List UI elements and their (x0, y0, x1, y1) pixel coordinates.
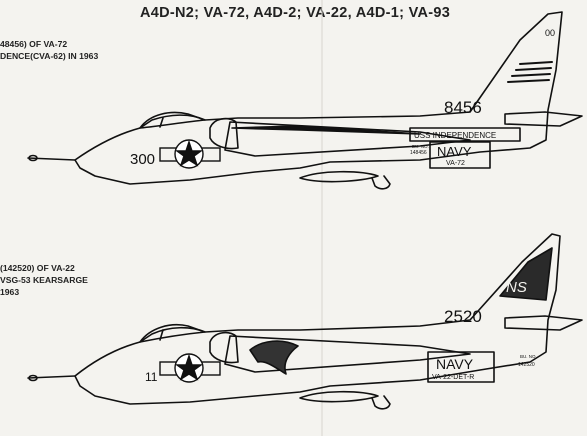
aircraft-1-insignia (159, 139, 221, 169)
aircraft-1-bureau-number: 148456 (410, 150, 427, 156)
aircraft-1-main-gear (371, 175, 391, 190)
aircraft-2-service-name: NAVY (436, 356, 474, 372)
aircraft-2-drawing (27, 233, 583, 410)
aircraft-1-canopy-frame (159, 117, 164, 128)
aircraft-2-tail-emblem (499, 247, 553, 301)
aircraft-1-drawing (27, 11, 583, 190)
aircraft-1-bureau-label: BU. NO. (412, 144, 429, 149)
aircraft-2-insignia (159, 353, 221, 383)
aircraft-2-pitot-tip (28, 374, 38, 382)
aircraft-1-pitot-tip (28, 154, 38, 162)
aircraft-2-tail-number: 2520 (444, 307, 482, 326)
aircraft-1-caption-line-1: 48456) OF VA-72 (0, 39, 68, 49)
aircraft-2-bureau-label: BU. NO. (520, 354, 537, 359)
aircraft-2-caption-line-3: 1963 (0, 287, 20, 297)
aircraft-1-ship-name-box (409, 127, 521, 142)
aircraft-2-nose-number: 11 (145, 370, 158, 384)
aircraft-1-drop-tank (299, 170, 379, 183)
aircraft-1-stabilizer (504, 111, 583, 127)
aircraft-1-wing-root-fill (231, 125, 421, 135)
aircraft-2-intake (209, 331, 239, 364)
aircraft-1-canopy (139, 111, 206, 129)
aircraft-2-caption: (142520) OF VA-22 VSG-53 KEARSARGE 1963 (0, 262, 88, 298)
aircraft-1-nose-number: 300 (130, 151, 155, 168)
aircraft-2-drop-tank (299, 390, 379, 403)
aircraft-2-canopy-frame (159, 329, 164, 341)
aircraft-2-markings: NS 2520 11 NAVY VA-22-DET-R BU. NO. 1425… (145, 279, 537, 384)
aircraft-2-navy-box (427, 351, 495, 383)
aircraft-1-tail-stripes (507, 61, 553, 83)
aircraft-1-navy-box (429, 141, 491, 169)
aircraft-2-main-gear (371, 395, 391, 410)
aircraft-2-tail-code: NS (506, 279, 527, 296)
page-heading: A4D-N2; VA-72, A4D-2; VA-22, A4D-1; VA-9… (140, 5, 451, 21)
aircraft-1-tail-number: 8456 (444, 98, 482, 117)
aircraft-2-wing (224, 335, 471, 373)
aircraft-1-wing (224, 121, 471, 157)
aircraft-2-squadron: VA-22-DET-R (432, 374, 474, 381)
aircraft-1-caption: 48456) OF VA-72 DENCE(CVA-62) IN 1963 (0, 38, 98, 62)
aircraft-1-markings: 00 8456 300 USS INDEPENDENCE NAVY VA-72 … (130, 28, 555, 168)
aircraft-1-tail-code: 00 (545, 28, 555, 38)
aircraft-2-caption-line-1: (142520) OF VA-22 (0, 263, 75, 273)
aircraft-1-caption-line-2: DENCE(CVA-62) IN 1963 (0, 51, 99, 61)
aircraft-2-bureau-number: 142520 (518, 362, 535, 368)
aircraft-2-stabilizer (504, 315, 583, 331)
aircraft-1-service-name: NAVY (437, 144, 472, 159)
aircraft-2-caption-line-2: VSG-53 KEARSARGE (0, 275, 88, 285)
aircraft-1-squadron: VA-72 (446, 160, 465, 167)
aircraft-1-intake (209, 117, 239, 150)
aircraft-2-pitot-probe (27, 375, 76, 379)
aircraft-2-canopy (139, 324, 206, 343)
aircraft-2-wing-emblem (249, 340, 299, 375)
aircraft-1-ship-name: USS INDEPENDENCE (414, 131, 496, 140)
aircraft-1-pitot-probe (27, 157, 76, 161)
